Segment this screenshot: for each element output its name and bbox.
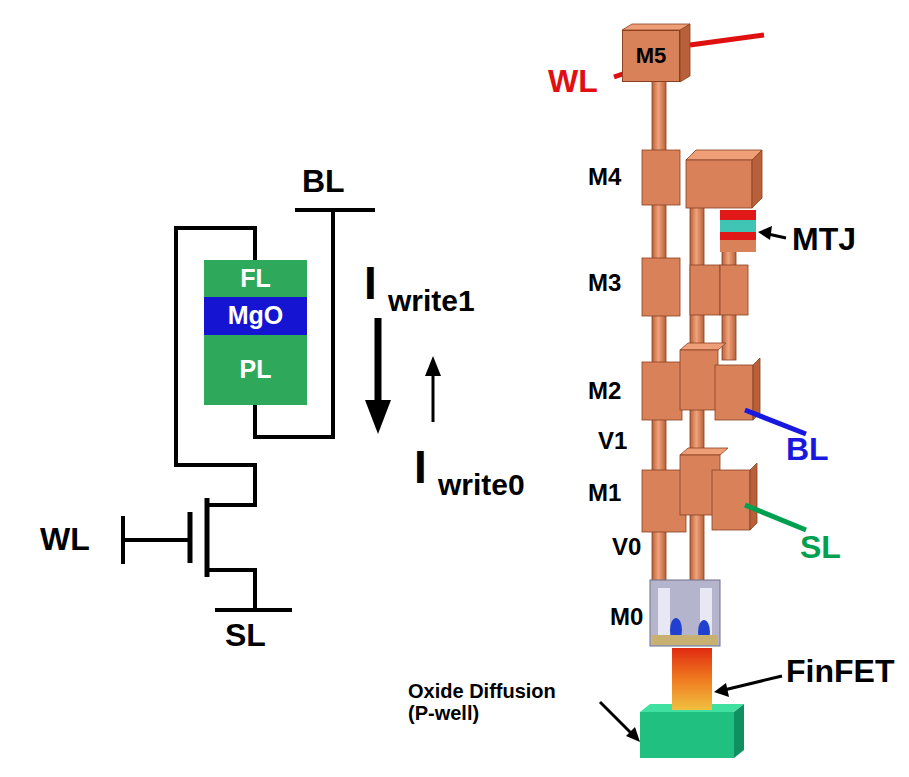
metal-block: M5 [622,30,680,82]
leader-lines [600,35,806,742]
layer-name: V0 [612,534,641,560]
signal-name: SL [225,618,266,653]
part-name: MTJ [792,222,856,257]
current-symbol: I [414,442,427,493]
interconnect-stack [622,24,762,585]
layer-name: M3 [588,270,621,296]
current-subscript: write1 [388,284,475,317]
current-symbol: I [364,258,377,309]
layer-name: M0 [610,604,643,630]
signal-name: BL [302,164,345,199]
signal-name: BL [786,432,829,467]
current-arrows [365,318,441,434]
part-name: FinFET [786,654,894,689]
node-text: PL [240,356,272,384]
tunnel-barrier: MgO [204,297,307,335]
current-subscript: write0 [438,468,525,501]
schematic-wires [123,210,375,610]
mtj-stack [720,210,756,252]
node-text: M5 [636,44,667,68]
signal-name: WL [40,522,90,557]
pinned-layer: PL [204,335,307,405]
device-layers [640,580,744,758]
layer-name: M4 [588,164,621,190]
layer-name: M1 [588,480,621,506]
node-text: MgO [228,302,284,330]
layer-name: M2 [588,378,621,404]
part-name: Oxide Diffusion (P-well) [408,680,583,724]
node-text: FL [240,265,271,293]
signal-name: SL [800,530,841,565]
signal-name: WL [548,64,598,99]
layer-name: V1 [598,428,627,454]
free-layer: FL [204,260,307,297]
